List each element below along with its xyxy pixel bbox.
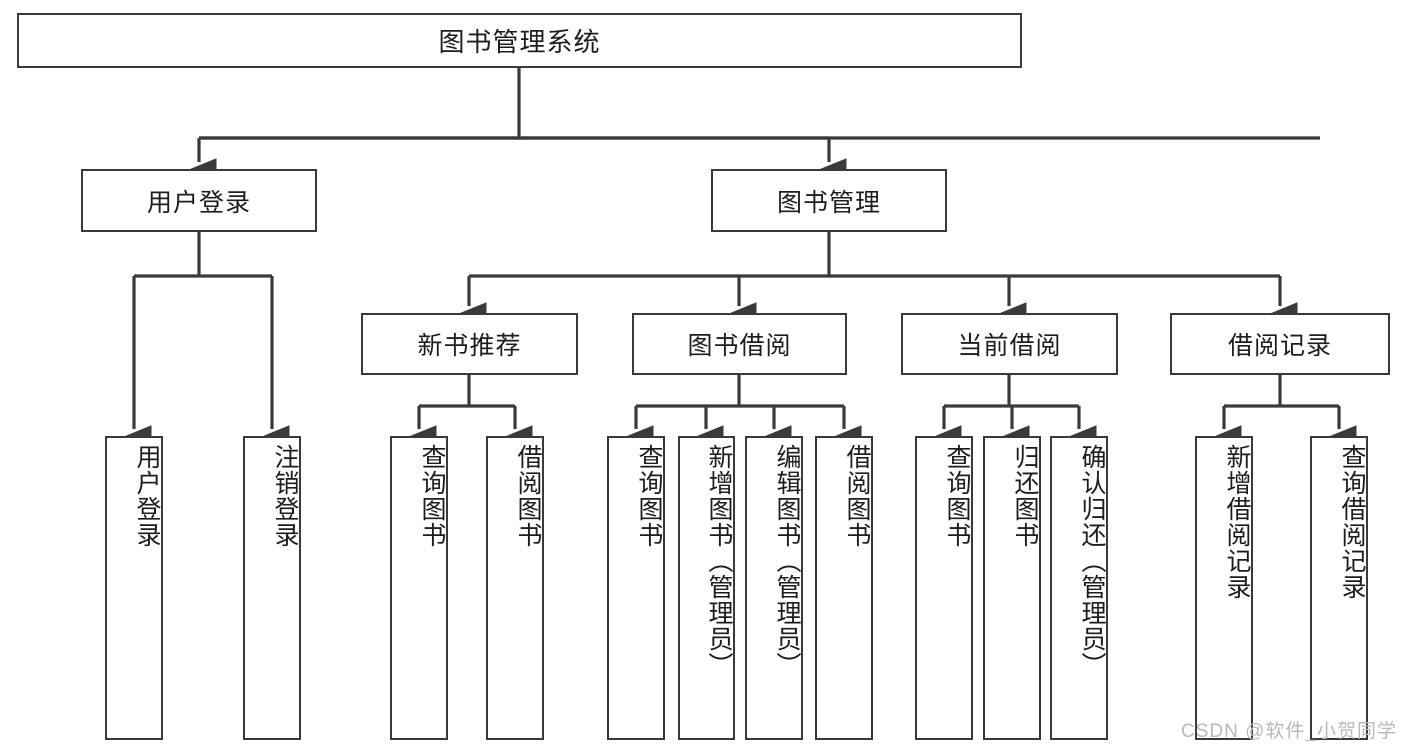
node-root[interactable]: 图书管理系统	[17, 13, 1022, 68]
leaf-label: 查询图书	[943, 444, 971, 548]
leaf-label: 编辑图书（管理员）	[773, 444, 801, 678]
leaf-query-book-borrow[interactable]: 查询图书	[607, 436, 665, 740]
node-borrow-records[interactable]: 借阅记录	[1170, 313, 1390, 375]
node-new-book-recommend[interactable]: 新书推荐	[361, 313, 578, 375]
leaf-borrow-book-recommend[interactable]: 借阅图书	[486, 436, 544, 740]
leaf-label: 新增图书（管理员）	[705, 444, 733, 678]
node-book-management[interactable]: 图书管理	[711, 169, 947, 232]
leaf-label: 借阅图书	[843, 444, 871, 548]
leaf-label: 归还图书	[1011, 444, 1039, 548]
leaf-add-borrow-record[interactable]: 新增借阅记录	[1195, 436, 1253, 740]
leaf-user-login[interactable]: 用户登录	[105, 436, 163, 740]
node-current-borrow[interactable]: 当前借阅	[901, 313, 1118, 375]
leaf-label: 借阅图书	[514, 444, 542, 548]
leaf-query-book-recommend[interactable]: 查询图书	[390, 436, 448, 740]
leaf-logout[interactable]: 注销登录	[243, 436, 301, 740]
leaf-label: 确认归还（管理员）	[1078, 444, 1106, 678]
leaf-borrow-book[interactable]: 借阅图书	[815, 436, 873, 740]
leaf-edit-book-admin[interactable]: 编辑图书（管理员）	[745, 436, 803, 740]
node-user-login[interactable]: 用户登录	[81, 169, 317, 232]
leaf-confirm-return-admin[interactable]: 确认归还（管理员）	[1050, 436, 1108, 740]
leaf-query-borrow-record[interactable]: 查询借阅记录	[1310, 436, 1368, 740]
leaf-label: 用户登录	[133, 444, 161, 548]
leaf-label: 注销登录	[271, 444, 299, 548]
leaf-label: 查询借阅记录	[1338, 444, 1366, 600]
leaf-return-book[interactable]: 归还图书	[983, 436, 1041, 740]
leaf-query-book-current[interactable]: 查询图书	[915, 436, 973, 740]
leaf-label: 新增借阅记录	[1223, 444, 1251, 600]
leaf-label: 查询图书	[418, 444, 446, 548]
node-book-borrow[interactable]: 图书借阅	[632, 313, 847, 375]
leaf-label: 查询图书	[635, 444, 663, 548]
leaf-add-book-admin[interactable]: 新增图书（管理员）	[678, 436, 735, 740]
